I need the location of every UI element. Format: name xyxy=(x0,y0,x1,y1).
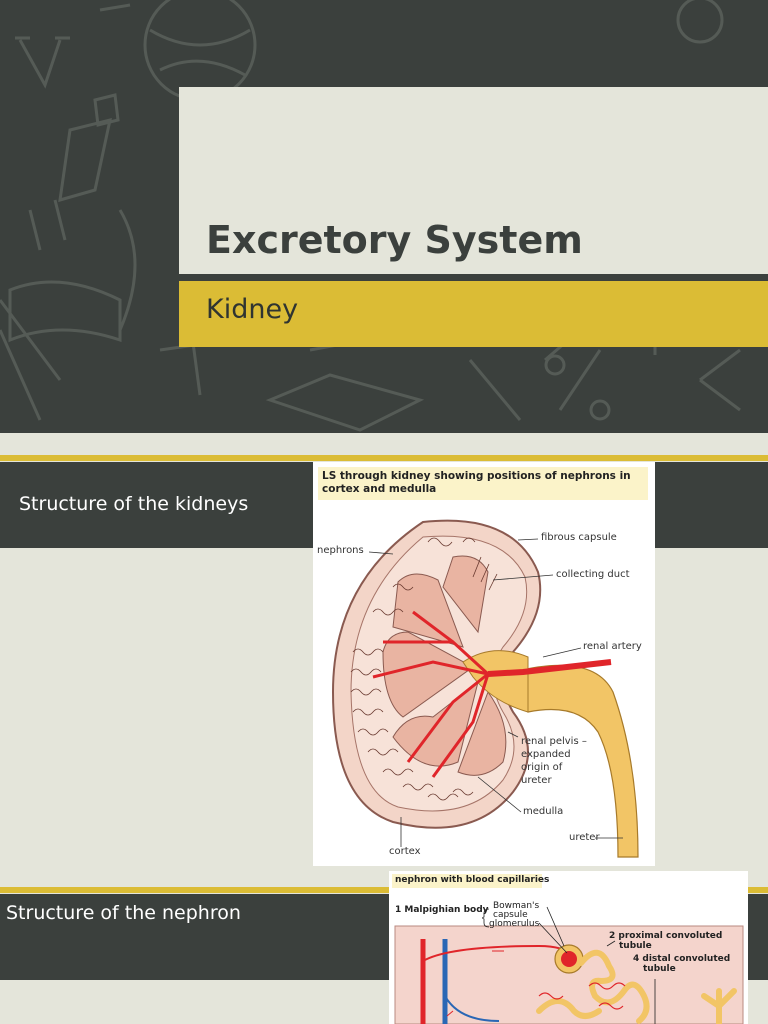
label-medulla: medulla xyxy=(523,806,564,817)
nephron-heading: Structure of the nephron xyxy=(6,902,241,924)
label-distal-2: tubule xyxy=(643,964,676,974)
label-malpighian-body: 1 Malpighian body xyxy=(395,905,489,915)
figure-caption-box: nephron with blood capillaries xyxy=(392,874,549,888)
figure-caption-box: LS through kidney showing positions of n… xyxy=(318,467,648,500)
label-renal-pelvis-2: expanded xyxy=(521,749,571,760)
label-collecting-duct: collecting duct xyxy=(556,569,630,580)
label-distal-1: 4 distal convoluted xyxy=(633,954,731,964)
nephron-diagram xyxy=(394,906,744,1024)
kidney-diagram xyxy=(331,519,639,858)
label-renal-pelvis-4: ureter xyxy=(521,775,552,786)
label-renal-pelvis-1: renal pelvis – xyxy=(521,736,587,747)
accent-line xyxy=(0,887,768,893)
label-ureter: ureter xyxy=(569,832,600,843)
label-fibrous-capsule: fibrous capsule xyxy=(541,532,617,543)
label-bowmans-2: capsule xyxy=(493,910,528,920)
slide-subtitle: Kidney xyxy=(206,294,299,325)
kidney-figure: LS through kidney showing positions of n… xyxy=(313,462,655,866)
accent-line xyxy=(0,455,768,461)
figure-caption: nephron with blood capillaries xyxy=(395,875,550,885)
label-renal-artery: renal artery xyxy=(583,641,642,652)
label-proximal-2: tubule xyxy=(619,941,652,951)
label-glomerulus: glomerulus xyxy=(489,919,540,929)
title-panel xyxy=(179,87,768,274)
title-slide: Excretory System Kidney xyxy=(0,0,768,433)
label-bowmans-1: Bowman's xyxy=(493,901,540,911)
label-cortex: cortex xyxy=(389,846,421,857)
figure-caption: LS through kidney showing positions of n… xyxy=(322,470,631,495)
subtitle-bar xyxy=(179,281,768,347)
slide-title: Excretory System xyxy=(206,218,583,262)
nephron-figure: nephron with blood capillaries xyxy=(389,871,748,1024)
label-renal-pelvis-3: origin of xyxy=(521,762,563,773)
label-proximal-1: 2 proximal convoluted xyxy=(609,931,723,941)
label-nephrons: nephrons xyxy=(317,545,364,556)
kidney-heading: Structure of the kidneys xyxy=(19,493,249,515)
